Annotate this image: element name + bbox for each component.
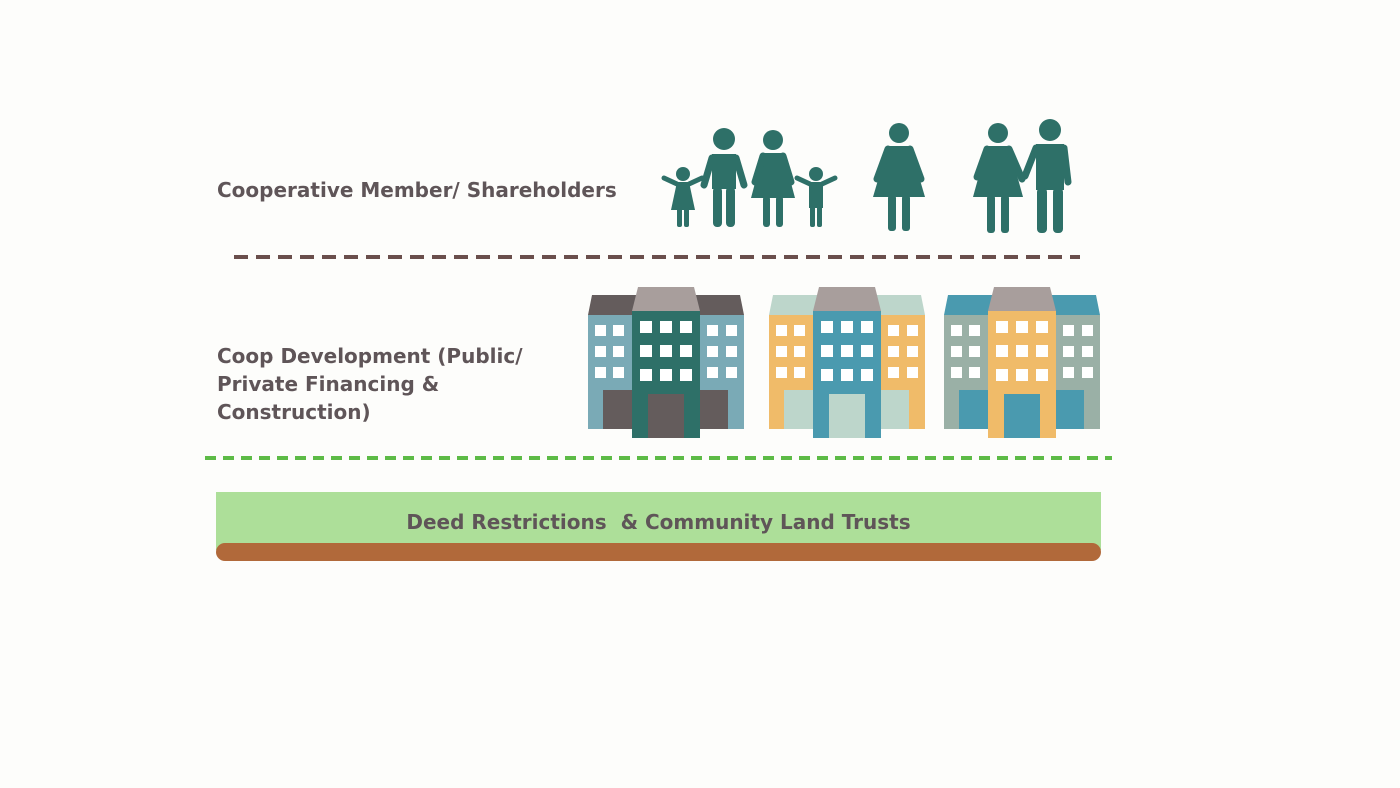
woman-icon — [873, 123, 925, 231]
foundation-label: Deed Restrictions & Community Land Trust… — [406, 510, 911, 534]
apartment-buildings-icon — [588, 287, 744, 438]
apartment-buildings-icon — [769, 287, 925, 438]
family-icon — [661, 128, 838, 227]
members-layer-label: Cooperative Member/ Shareholders — [217, 178, 617, 202]
foundation-soil-bar — [216, 543, 1101, 561]
foundation-band: Deed Restrictions & Community Land Trust… — [216, 492, 1101, 550]
couple-icon — [973, 119, 1072, 233]
apartment-buildings-icon — [944, 287, 1100, 438]
development-layer-label: Coop Development (Public/ Private Financ… — [217, 344, 523, 424]
